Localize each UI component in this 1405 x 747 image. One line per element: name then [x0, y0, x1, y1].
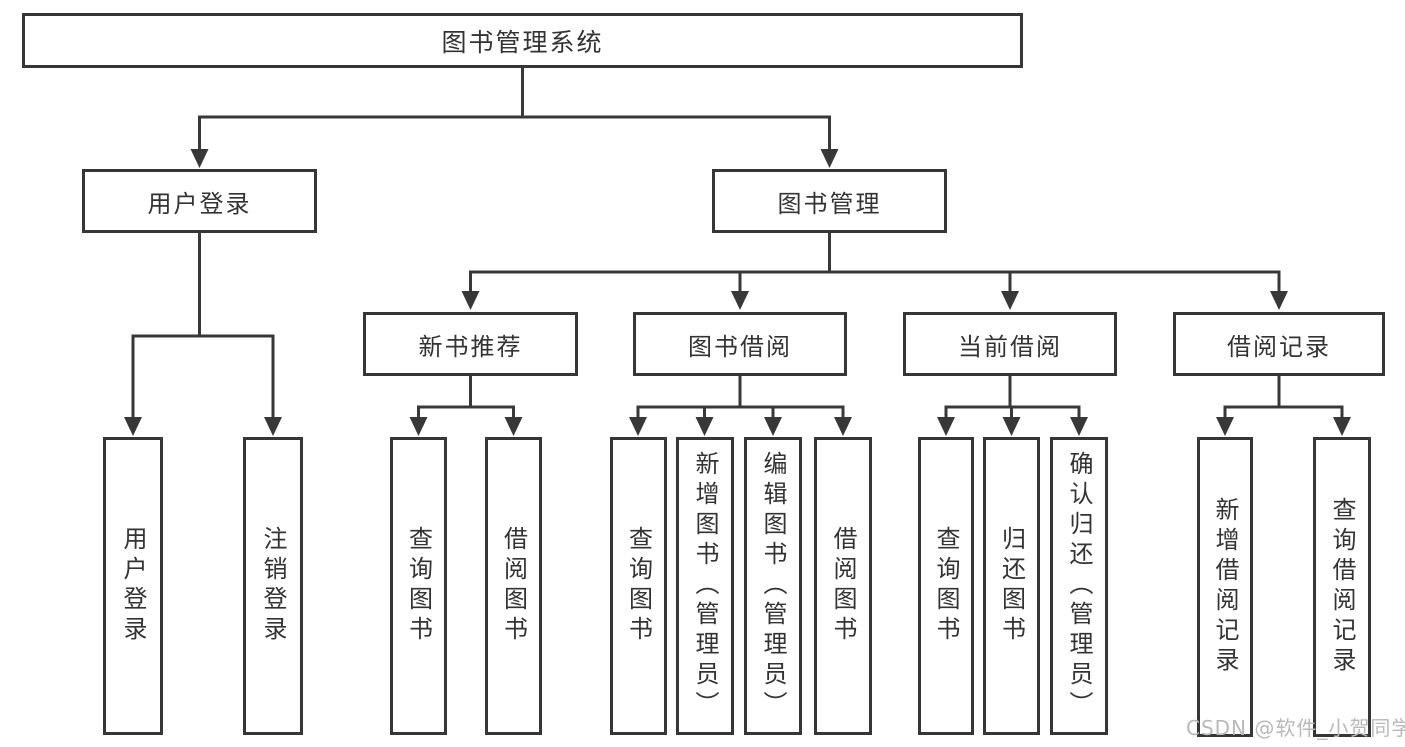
edge-root-to-level2	[190, 66, 839, 168]
edge-book-borrow-to-leaves	[629, 376, 852, 436]
edge-new-book-to-leaves	[409, 376, 523, 436]
leaf-query-borrow-record: 查询借阅记录	[1313, 437, 1371, 737]
node-new-book-recommendation: 新书推荐	[363, 312, 578, 376]
edge-borrow-record-to-leaves	[1216, 376, 1351, 436]
leaf-borrow-books-recommend: 借阅图书	[485, 437, 542, 735]
node-borrowing-records: 借阅记录	[1173, 312, 1385, 376]
leaf-return-books: 归还图书	[983, 437, 1040, 735]
leaf-borrow-books: 借阅图书	[814, 437, 872, 735]
leaf-logout: 注销登录	[243, 437, 303, 735]
edge-book-mgmt-to-level3	[461, 233, 1288, 310]
node-user-login: 用户登录	[82, 169, 317, 233]
leaf-user-login: 用户登录	[103, 437, 163, 735]
edge-user-login-to-leaves	[124, 233, 282, 436]
leaf-confirm-return-admin: 确认归还（管理员）	[1050, 437, 1108, 735]
csdn-watermark: CSDN @软件_小贺同学	[1186, 716, 1405, 740]
node-book-management: 图书管理	[712, 169, 947, 233]
leaf-add-books-admin: 新增图书（管理员）	[676, 437, 734, 735]
node-current-borrowing: 当前借阅	[903, 312, 1117, 376]
edge-current-borrow-to-leaves	[937, 376, 1088, 436]
leaf-edit-books-admin: 编辑图书（管理员）	[744, 437, 802, 735]
node-book-borrowing: 图书借阅	[633, 312, 847, 376]
leaf-add-borrow-record: 新增借阅记录	[1197, 437, 1253, 737]
node-library-management-system: 图书管理系统	[22, 13, 1023, 68]
leaf-query-books-recommend: 查询图书	[390, 437, 447, 735]
leaf-query-books-current: 查询图书	[918, 437, 974, 735]
leaf-query-books-borrow: 查询图书	[610, 437, 667, 735]
